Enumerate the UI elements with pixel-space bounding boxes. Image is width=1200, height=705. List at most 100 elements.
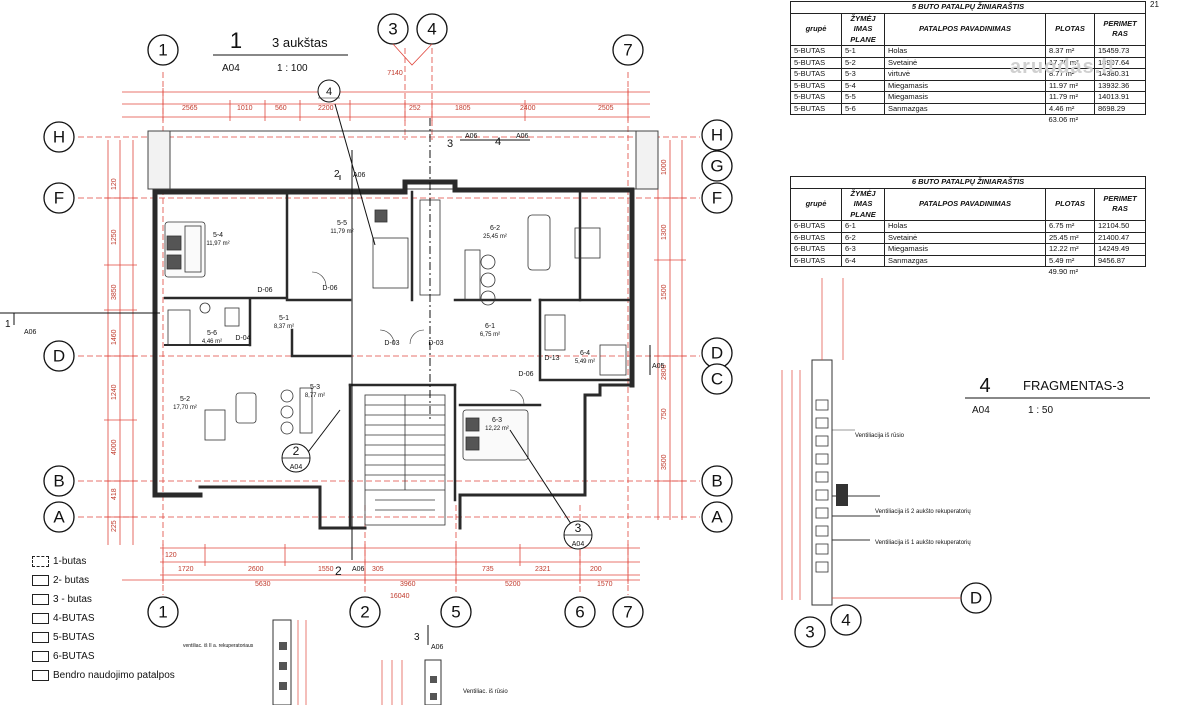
svg-text:H: H xyxy=(53,128,65,147)
table6-header: PERIMET RAS xyxy=(1094,187,1146,221)
section-labels: 1 A06 2 A06 2 A06 3 3 A06 A06 4 A06 A05 xyxy=(5,133,665,651)
dim-right-0: 1000 xyxy=(661,159,668,175)
dim-left-7: 225 xyxy=(111,520,118,532)
watermark: aruodas.lt xyxy=(1010,56,1116,78)
plan-title-text: 3 aukštas xyxy=(272,35,328,50)
room-labels: 5-411,97 m² 5-511,79 m² 6-225,45 m² 5-64… xyxy=(173,220,595,432)
fragment-note-0: Ventiliacija iš rūsio xyxy=(855,433,905,439)
dim-bottom-total-3: 1570 xyxy=(597,581,613,588)
fragment-title: 4 FRAGMENTAS-3 A04 1 : 50 xyxy=(965,375,1150,416)
svg-text:B: B xyxy=(711,472,722,491)
plan-number: 1 xyxy=(230,28,242,53)
room-6-2: 6-225,45 m² xyxy=(483,225,507,240)
room-6-4: 6-4 5,49 m² xyxy=(575,350,595,365)
section-1-num: 1 xyxy=(5,319,11,330)
detail-callouts: 4 2 A04 3 A04 xyxy=(281,79,593,550)
table6-header: PLOTAS xyxy=(1045,187,1095,221)
door-label: D-04 xyxy=(235,335,250,342)
svg-text:D: D xyxy=(711,344,723,363)
dim-top-0: 2565 xyxy=(182,105,198,112)
section-1-sheet: A06 xyxy=(24,329,37,336)
section-5-sheet: A05 xyxy=(652,363,665,370)
fragment-axis-3: 3 xyxy=(805,623,814,642)
bottom-detail-columns: ventiliac. iš II a. rekuperatoriaus Vent… xyxy=(183,619,508,705)
svg-text:6-3: 6-3 xyxy=(492,417,502,424)
section-2-num: 2 xyxy=(334,169,340,180)
dim-bottom-0: 120 xyxy=(165,552,177,559)
dim-top-4: 252 xyxy=(409,105,421,112)
legend-swatch xyxy=(32,670,49,681)
dim-right-3: 2800 xyxy=(661,364,668,380)
svg-text:12,22 m²: 12,22 m² xyxy=(485,426,509,432)
room-5-2: 5-217,70 m² xyxy=(173,396,197,411)
door-label: D-06 xyxy=(322,285,337,292)
table5-total: 63.06 m² xyxy=(1048,115,1079,124)
svg-text:H: H xyxy=(711,126,723,145)
svg-text:5-6: 5-6 xyxy=(207,330,217,337)
svg-text:8,77 m²: 8,77 m² xyxy=(305,393,325,399)
door-label: D-06 xyxy=(518,371,533,378)
dim-bottom-7: 200 xyxy=(590,566,602,573)
dim-bottom-total-0: 5630 xyxy=(255,581,271,588)
dim-left-5: 4000 xyxy=(111,439,118,455)
dim-top-total: 7140 xyxy=(387,70,403,77)
grid-axis-left: H F D B A xyxy=(43,121,75,533)
callout-3-num: 3 xyxy=(575,521,582,535)
svg-text:1: 1 xyxy=(158,41,167,60)
legend-swatch xyxy=(32,556,49,567)
dim-bottom-6: 2321 xyxy=(535,566,551,573)
legend-swatch xyxy=(32,632,49,643)
fragment-note-2: Ventiliacija iš 1 aukšto rekuperatorių xyxy=(875,540,971,546)
dim-left-1: 1250 xyxy=(111,229,118,245)
svg-text:G: G xyxy=(710,157,723,176)
svg-text:5,49 m²: 5,49 m² xyxy=(575,359,595,365)
dim-left-4: 1240 xyxy=(111,384,118,400)
furniture xyxy=(164,199,627,461)
door-label: D-13 xyxy=(544,355,559,362)
dim-top-3: 2200 xyxy=(318,105,334,112)
plan-sheet: A04 xyxy=(222,63,240,74)
fragment-note-1: Ventiliacija iš 2 aukšto rekuperatorių xyxy=(875,509,971,515)
dim-right-1: 1300 xyxy=(661,224,668,240)
svg-text:1: 1 xyxy=(158,603,167,622)
svg-text:5-5: 5-5 xyxy=(337,220,347,227)
fragment-number: 4 xyxy=(979,375,990,397)
room-5-1: 5-18,37 m² xyxy=(274,315,294,330)
room-6-1: 6-16,75 m² xyxy=(480,323,500,338)
svg-text:A: A xyxy=(53,508,65,527)
legend-item: 2- butas xyxy=(32,571,175,590)
legend-item: 4-BUTAS xyxy=(32,609,175,628)
dim-top-7: 2505 xyxy=(598,105,614,112)
dim-top-1: 1010 xyxy=(237,105,253,112)
room-schedule-apartment-5: 5 BUTO PATALPŲ ŽINIARAŠTIS grupė ŽYMĖJ I… xyxy=(790,1,1146,126)
door-labels: D-06 D-06 D-04 D-03 D-03 D-13 D-06 xyxy=(235,271,560,405)
svg-text:11,79 m²: 11,79 m² xyxy=(330,229,353,235)
table5-header: PLOTAS xyxy=(1045,12,1095,46)
fragment-title-text: FRAGMENTAS-3 xyxy=(1023,378,1124,393)
section-2b-sheet: A06 xyxy=(352,566,365,573)
room-5-4: 5-411,97 m² xyxy=(206,232,229,247)
dim-left-0: 120 xyxy=(111,178,118,190)
svg-text:6-2: 6-2 xyxy=(490,225,500,232)
callout-2-sheet: A04 xyxy=(290,464,303,471)
svg-text:6-4: 6-4 xyxy=(580,350,590,357)
section-2b-num: 2 xyxy=(335,564,342,578)
svg-text:F: F xyxy=(54,189,64,208)
section-4-sheet-right: A06 xyxy=(516,133,529,140)
section-4-num: 4 xyxy=(495,136,501,148)
callout-2-num: 2 xyxy=(293,444,300,458)
bottom-note-0: ventiliac. iš II a. rekuperatoriaus xyxy=(183,643,254,649)
table6-title: 6 BUTO PATALPŲ ŽINIARAŠTIS xyxy=(790,176,1146,189)
grid-axis-bottom: 1 2 5 6 7 xyxy=(147,596,644,628)
dim-overall: 16040 xyxy=(390,593,410,600)
dim-top-5: 1805 xyxy=(455,105,471,112)
svg-text:5-1: 5-1 xyxy=(279,315,289,322)
room-6-3: 6-3 12,22 m² xyxy=(485,417,509,432)
bottom-note-1: Ventiliac. iš rūsio xyxy=(463,689,508,695)
dim-right-5: 3500 xyxy=(661,454,668,470)
dim-bottom-4: 305 xyxy=(372,566,384,573)
